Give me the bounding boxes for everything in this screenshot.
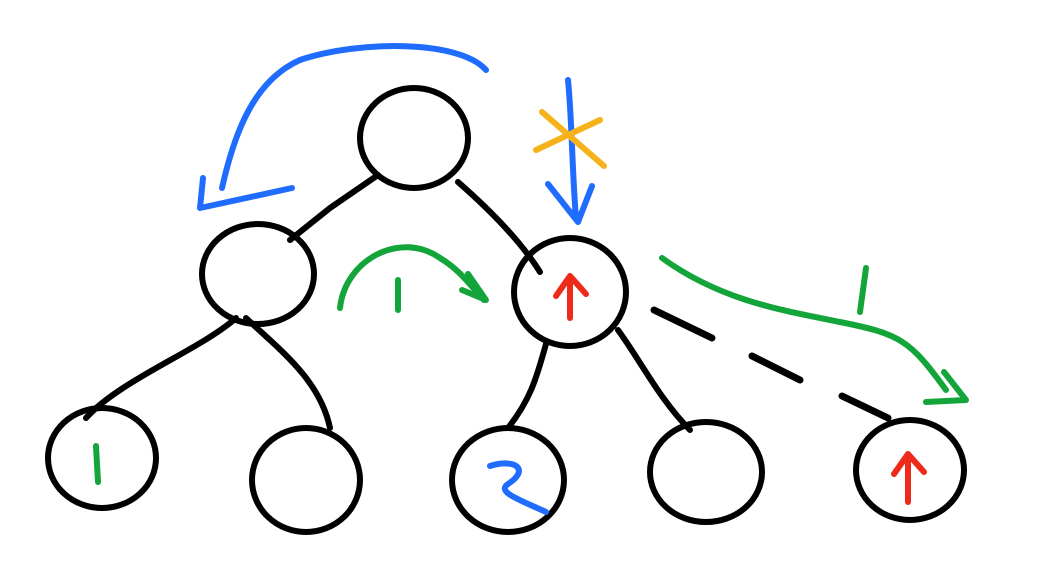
green-arrowhead bbox=[459, 271, 489, 303]
edge-right-leaf4 bbox=[615, 327, 693, 433]
green-curved-arrow bbox=[337, 244, 487, 311]
cross-mark-icon bbox=[533, 109, 607, 169]
node-leaf-3 bbox=[449, 425, 567, 535]
node-leaf-2 bbox=[249, 425, 363, 535]
dashed-edge bbox=[650, 306, 892, 422]
edge-root-left bbox=[287, 172, 381, 243]
blue-curved-arrow bbox=[219, 43, 489, 191]
edge-root-right bbox=[455, 179, 543, 275]
up-arrow-icon bbox=[891, 451, 927, 505]
edge-left-leaf2 bbox=[243, 315, 333, 431]
node-right-marked bbox=[511, 235, 629, 349]
green-long-arrowhead bbox=[923, 369, 969, 405]
node-leaf-4 bbox=[647, 419, 765, 525]
node-root bbox=[357, 85, 471, 191]
label-two-stroke bbox=[487, 460, 549, 515]
up-arrow-icon bbox=[553, 273, 589, 321]
blue-arrowhead bbox=[197, 175, 295, 211]
node-left bbox=[199, 221, 317, 327]
node-extra-marked bbox=[853, 417, 967, 523]
label-one-stroke bbox=[93, 443, 101, 485]
edge-right-leaf3 bbox=[505, 341, 549, 431]
node-leaf-1 bbox=[45, 405, 159, 511]
blue-down-arrowhead bbox=[545, 181, 595, 225]
blue-down-arrow bbox=[565, 77, 579, 221]
edge-left-leaf1 bbox=[83, 315, 239, 421]
green-long-arrow bbox=[659, 255, 949, 393]
green-step-one-stroke-b bbox=[857, 265, 869, 315]
